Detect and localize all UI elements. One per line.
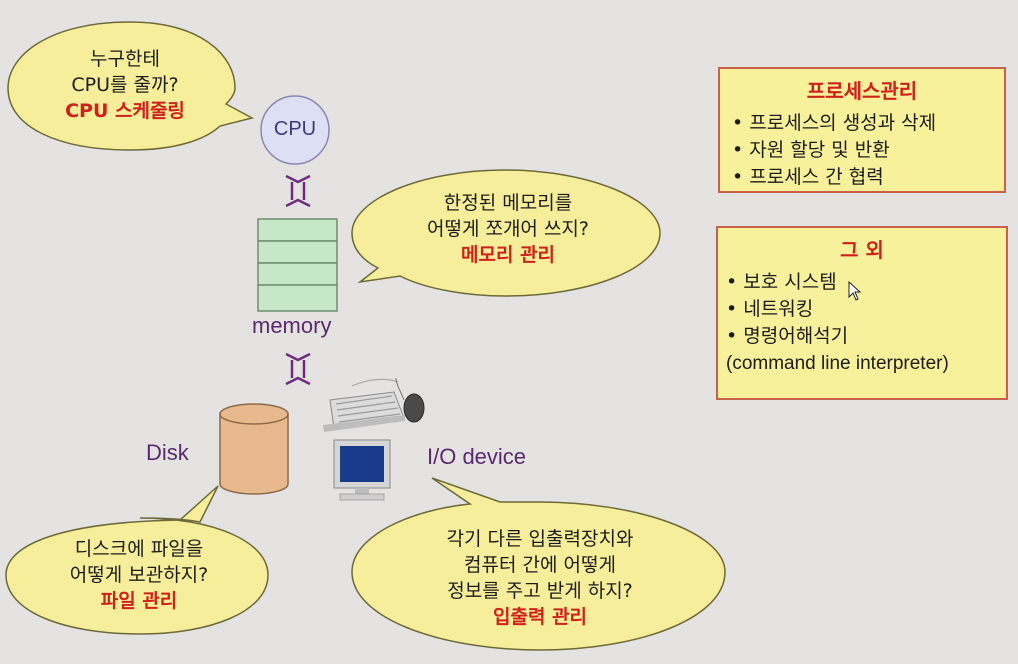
disk-bubble-text: 디스크에 파일을 어떻게 보관하지? 파일 관리 [24,536,254,614]
mouse-cursor-icon [848,281,862,301]
io-bubble-text: 각기 다른 입출력장치와 컴퓨터 간에 어떻게 정보를 주고 받게 하지? 입출… [380,526,700,630]
other-features-box: 그 외 보호 시스템 네트워킹 명령어해석기 (command line int… [716,226,1008,400]
io-speech-bubble [351,477,726,651]
disk-speech-bubble [5,485,269,635]
io-device-label: I/O device [427,444,527,469]
process-management-box: 프로세스관리 프로세스의 생성과 삭제 자원 할당 및 반환 프로세스 간 협력 [718,67,1006,193]
cpu-label: CPU [273,118,317,140]
memory-label: memory [252,313,332,338]
process-item: 자원 할당 및 반환 [732,137,1004,164]
cpu-bubble-text: 누구한테 CPU를 줄까? CPU 스케줄링 [20,46,230,124]
process-item: 프로세스의 생성과 삭제 [732,110,1004,137]
cpu-scheduling-label: CPU 스케줄링 [65,100,185,122]
monitor-icon [333,439,391,501]
memory-bubble-line1: 한정된 메모리를 [443,192,573,214]
command-line-interpreter-note: (command line interpreter) [726,353,949,374]
keyboard-icon [323,378,405,432]
other-item: 보호 시스템 [726,269,1006,296]
process-item: 프로세스 간 협력 [732,164,1004,191]
cpu-bubble-line1: 누구한테 [90,48,160,70]
cpu-bubble-line2: CPU를 줄까? [71,74,179,96]
io-bubble-line2: 컴퓨터 간에 어떻게 [464,554,616,576]
memory-bubble-line2: 어떻게 쪼개어 쓰지? [426,218,589,240]
disk-bubble-line1: 디스크에 파일을 [74,538,204,560]
other-item: 명령어해석기 [726,323,1006,350]
cpu-speech-bubble [7,21,255,151]
memory-management-label: 메모리 관리 [460,244,555,266]
io-management-label: 입출력 관리 [492,606,587,628]
disk-label: Disk [146,440,189,465]
io-bubble-line1: 각기 다른 입출력장치와 [446,528,634,550]
cpu-memory-arrow [285,174,311,208]
file-management-label: 파일 관리 [100,590,178,612]
mouse-icon [395,377,425,423]
disk-cylinder [219,403,289,495]
other-features-list: 보호 시스템 네트워킹 명령어해석기 [718,269,1006,350]
disk-bubble-line2: 어떻게 보관하지? [69,564,209,586]
memory-io-arrow [285,352,311,386]
cpu-circle [260,95,330,165]
memory-stack [257,218,338,312]
io-bubble-line3: 정보를 주고 받게 하지? [447,580,633,602]
other-item: 네트워킹 [726,296,1006,323]
memory-speech-bubble [351,169,661,297]
process-management-list: 프로세스의 생성과 삭제 자원 할당 및 반환 프로세스 간 협력 [720,110,1004,191]
other-features-title: 그 외 [840,238,884,262]
process-management-title: 프로세스관리 [806,79,918,103]
memory-bubble-text: 한정된 메모리를 어떻게 쪼개어 쓰지? 메모리 관리 [378,190,638,268]
